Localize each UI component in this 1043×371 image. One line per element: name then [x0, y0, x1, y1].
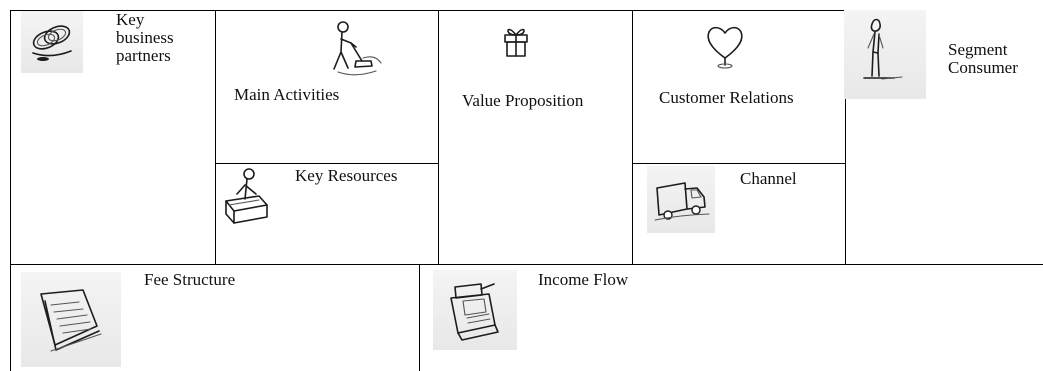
truck-icon: [647, 166, 715, 233]
worker-vacuum-icon: [320, 17, 384, 79]
channel-label: Channel: [740, 169, 797, 188]
value-proposition-label: Value Proposition: [462, 91, 584, 110]
segment-consumer-label: Segment Consumer: [948, 40, 1018, 77]
main-activities-label: Main Activities: [234, 85, 340, 104]
heart-icon: [703, 23, 747, 71]
income-flow-label: Income Flow: [538, 270, 629, 289]
gift-icon: [501, 24, 531, 58]
divider-value-relations: [632, 10, 633, 264]
document-icon: [21, 272, 121, 367]
divider-partners-activities: [215, 10, 216, 264]
worker-box-icon: [219, 166, 273, 227]
fee-structure-label: Fee Structure: [144, 270, 236, 289]
divider-relations-channel: [632, 163, 845, 164]
divider-top-bottom: [10, 264, 1043, 265]
key-resources-label: Key Resources: [295, 166, 398, 185]
divider-activities-resources: [215, 163, 438, 164]
customer-relations-label: Customer Relations: [659, 88, 794, 107]
left-border: [10, 10, 11, 371]
divider-relations-segments: [845, 10, 846, 264]
person-icon: [844, 10, 926, 99]
top-border: [10, 10, 845, 11]
key-partners-label: Key business partners: [116, 10, 174, 65]
rings-icon: [21, 11, 83, 73]
divider-cost-revenue: [419, 264, 420, 371]
divider-activities-value: [438, 10, 439, 264]
cash-register-icon: [433, 270, 517, 350]
